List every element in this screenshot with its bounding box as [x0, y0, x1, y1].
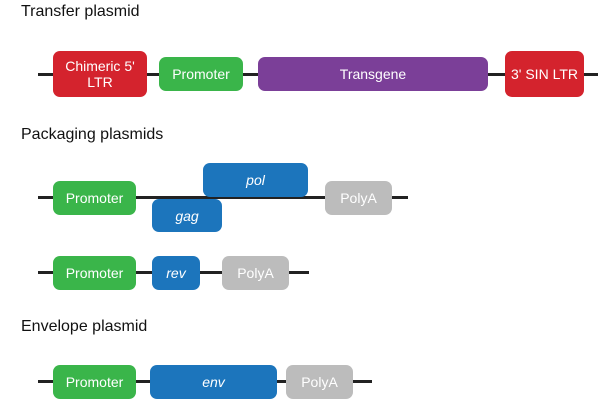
- packaging2-polya-label: PolyA: [237, 265, 274, 281]
- packaging1-backbone: [38, 196, 408, 199]
- envelope-promoter-element: Promoter: [53, 365, 136, 399]
- envelope-polya-element: PolyA: [286, 365, 353, 399]
- packaging1-promoter-label: Promoter: [65, 190, 124, 206]
- pol-element: pol: [203, 163, 308, 197]
- packaging-plasmids-title: Packaging plasmids: [21, 126, 164, 143]
- chimeric-5-ltr-label: Chimeric 5' LTR: [65, 58, 135, 90]
- gag-label: gag: [175, 207, 199, 224]
- pol-label: pol: [246, 172, 265, 188]
- env-element: env: [150, 365, 277, 399]
- packaging2-polya-element: PolyA: [222, 256, 289, 290]
- packaging2-promoter-element: Promoter: [53, 256, 136, 290]
- transfer-promoter-element: Promoter: [159, 57, 243, 91]
- packaging1-polya-label: PolyA: [340, 190, 377, 206]
- packaging1-promoter-element: Promoter: [53, 181, 136, 215]
- transfer-plasmid-title: Transfer plasmid: [21, 3, 140, 20]
- 3-sin-ltr-element: 3' SIN LTR: [505, 51, 584, 97]
- envelope-plasmid-title: Envelope plasmid: [21, 318, 148, 335]
- packaging2-promoter-label: Promoter: [65, 265, 124, 281]
- gag-element: gag: [152, 199, 222, 232]
- transgene-element: Transgene: [258, 57, 488, 91]
- packaging1-polya-element: PolyA: [325, 181, 392, 215]
- envelope-promoter-label: Promoter: [65, 374, 124, 390]
- rev-label: rev: [166, 265, 186, 281]
- 3-sin-ltr-label: 3' SIN LTR: [511, 66, 578, 82]
- chimeric-5-ltr-element: Chimeric 5' LTR: [53, 51, 147, 97]
- transfer-promoter-label: Promoter: [172, 66, 230, 82]
- rev-element: rev: [152, 256, 200, 290]
- transgene-label: Transgene: [339, 66, 407, 82]
- envelope-polya-label: PolyA: [301, 374, 338, 390]
- env-label: env: [202, 374, 225, 390]
